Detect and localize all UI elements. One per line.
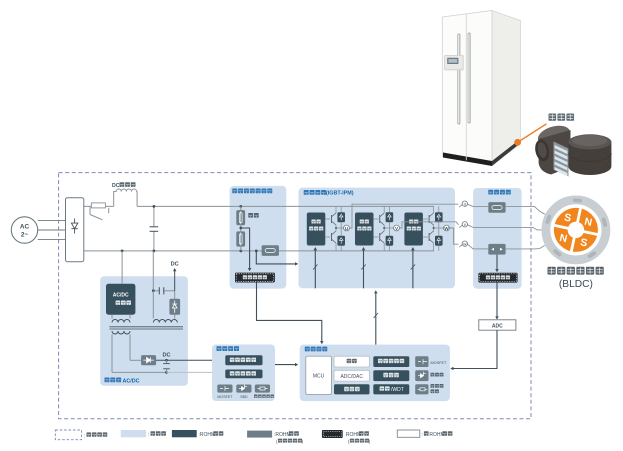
svg-text:MOSFET: MOSFET (431, 361, 448, 365)
svg-text:ROHM: ROHM (429, 432, 444, 438)
svg-text:N: N (558, 232, 568, 245)
svg-text::: : (84, 433, 85, 439)
svg-text:MCU: MCU (313, 373, 325, 379)
svg-text:u: u (464, 201, 467, 206)
svg-text:ROHM: ROHM (346, 432, 361, 438)
svg-text::ROHM: :ROHM (274, 432, 291, 438)
svg-text:): ) (369, 439, 371, 444)
svg-text:(: ( (276, 439, 278, 444)
svg-text:DC: DC (162, 353, 170, 359)
svg-text:ADC/DAC: ADC/DAC (340, 374, 363, 380)
svg-text::: : (421, 432, 422, 438)
svg-text:W: W (444, 226, 449, 231)
svg-text:): ) (302, 439, 304, 444)
svg-text:(: ( (348, 439, 350, 444)
svg-text:(IGBT-IPM): (IGBT-IPM) (326, 191, 354, 197)
svg-text:S: S (563, 211, 572, 224)
svg-text:DC: DC (171, 262, 179, 268)
svg-text:(BLDC): (BLDC) (559, 279, 593, 290)
svg-text:AC: AC (20, 223, 30, 230)
svg-text:/WDT: /WDT (391, 387, 404, 393)
svg-text:MOSFET: MOSFET (217, 395, 233, 399)
svg-text:DC: DC (112, 183, 120, 189)
svg-text:S: S (579, 236, 588, 249)
svg-text:AC/DC: AC/DC (113, 293, 129, 299)
svg-text:v: v (464, 222, 467, 227)
svg-text:V: V (395, 226, 399, 231)
svg-text:AC/DC: AC/DC (123, 378, 140, 384)
svg-text:U: U (345, 226, 349, 231)
svg-text::: : (148, 432, 149, 438)
svg-text:ADC: ADC (492, 323, 503, 329)
svg-text:w: w (463, 241, 467, 246)
svg-text:2~: 2~ (21, 231, 29, 238)
svg-text:SBD: SBD (240, 395, 248, 399)
svg-text::ROHM: :ROHM (199, 432, 216, 438)
svg-text:N: N (583, 216, 593, 229)
